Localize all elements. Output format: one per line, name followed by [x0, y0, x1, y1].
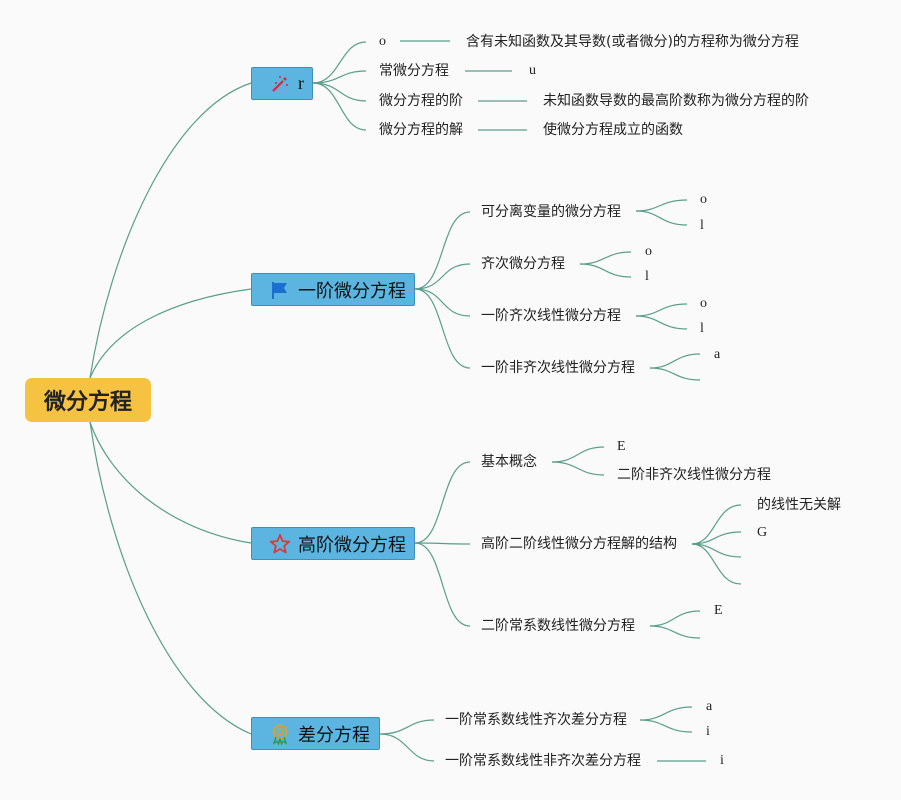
topic-detail[interactable]: a: [714, 347, 721, 362]
connector: [635, 199, 688, 212]
connector: [414, 263, 471, 290]
topic-label[interactable]: 常微分方程: [379, 63, 449, 79]
connector: [89, 82, 252, 379]
topic-detail[interactable]: i: [706, 724, 710, 739]
flag-icon: [268, 279, 292, 301]
connector: [312, 82, 367, 102]
connector: [579, 251, 632, 265]
connector: [551, 446, 605, 463]
topic-label[interactable]: 二阶常系数线性微分方程: [481, 618, 635, 634]
connector: [635, 303, 688, 317]
topic-label[interactable]: 一阶常系数线性非齐次差分方程: [445, 753, 641, 769]
topic-detail[interactable]: 使微分方程成立的函数: [543, 122, 683, 138]
connector: [379, 733, 435, 762]
branch-label: 差分方程: [298, 724, 370, 746]
connector: [414, 211, 471, 290]
topic-label[interactable]: 一阶非齐次线性微分方程: [481, 360, 635, 376]
topic-label[interactable]: 基本概念: [481, 454, 537, 470]
topic-detail[interactable]: i: [720, 753, 724, 768]
topic-detail[interactable]: 二阶非齐次线性微分方程: [617, 467, 771, 483]
root-node[interactable]: 微分方程: [25, 378, 151, 422]
connector: [414, 288, 471, 369]
connector: [312, 82, 367, 131]
connector: [414, 542, 471, 545]
topic-detail[interactable]: E: [617, 439, 626, 454]
branch-node-difference[interactable]: 差分方程: [251, 717, 380, 750]
branch-node-basic[interactable]: r: [251, 67, 313, 100]
connector: [691, 504, 742, 545]
topic-detail[interactable]: l: [700, 218, 704, 233]
connector: [89, 288, 252, 379]
connector: [649, 367, 701, 381]
connector: [312, 70, 367, 84]
topic-detail[interactable]: o: [645, 244, 652, 259]
topic-label[interactable]: 齐次微分方程: [481, 256, 565, 272]
star-icon: [268, 533, 292, 555]
topic-label[interactable]: 一阶常系数线性齐次差分方程: [445, 712, 627, 728]
connector: [635, 210, 688, 226]
topic-detail[interactable]: l: [645, 269, 649, 284]
connector: [635, 315, 688, 330]
branch-label: 一阶微分方程: [298, 280, 406, 302]
connector: [649, 625, 701, 639]
topic-label[interactable]: 一阶齐次线性微分方程: [481, 308, 621, 324]
connector: [414, 461, 471, 544]
branch-label: r: [298, 73, 304, 93]
branch-node-first-order[interactable]: 一阶微分方程: [251, 273, 415, 306]
topic-detail[interactable]: 含有未知函数及其导数(或者微分)的方程称为微分方程: [466, 34, 799, 50]
topic-detail[interactable]: G: [757, 525, 768, 540]
root-label: 微分方程: [43, 390, 132, 415]
branch-node-higher-order[interactable]: 高阶微分方程: [251, 527, 415, 560]
sparkle-icon: [268, 73, 292, 95]
connector: [649, 353, 701, 369]
topic-detail[interactable]: l: [700, 321, 704, 336]
connector: [639, 719, 693, 733]
connector: [414, 288, 471, 317]
connector: [312, 41, 367, 84]
branch-label: 高阶微分方程: [298, 534, 406, 556]
topic-detail[interactable]: 未知函数导数的最高阶数称为微分方程的阶: [543, 93, 809, 109]
topic-detail[interactable]: u: [529, 63, 536, 78]
topic-detail[interactable]: o: [700, 192, 707, 207]
topic-detail[interactable]: a: [706, 699, 713, 714]
connector: [639, 706, 693, 721]
connector: [89, 421, 252, 544]
topic-detail[interactable]: o: [700, 296, 707, 311]
connector: [414, 542, 471, 627]
topic-label[interactable]: 微分方程的阶: [379, 93, 463, 109]
topic-detail[interactable]: 的线性无关解: [757, 497, 841, 513]
connector: [691, 543, 742, 585]
connector: [89, 421, 252, 735]
connector: [579, 263, 632, 278]
topic-label[interactable]: 高阶二阶线性微分方程解的结构: [481, 536, 677, 552]
topic-label[interactable]: o: [379, 34, 386, 49]
topic-label[interactable]: 可分离变量的微分方程: [481, 204, 621, 220]
connector: [551, 461, 605, 476]
connector: [379, 719, 435, 735]
connector: [649, 610, 701, 627]
topic-label[interactable]: 微分方程的解: [379, 122, 463, 138]
award-icon: [268, 723, 292, 745]
topic-detail[interactable]: E: [714, 603, 723, 618]
